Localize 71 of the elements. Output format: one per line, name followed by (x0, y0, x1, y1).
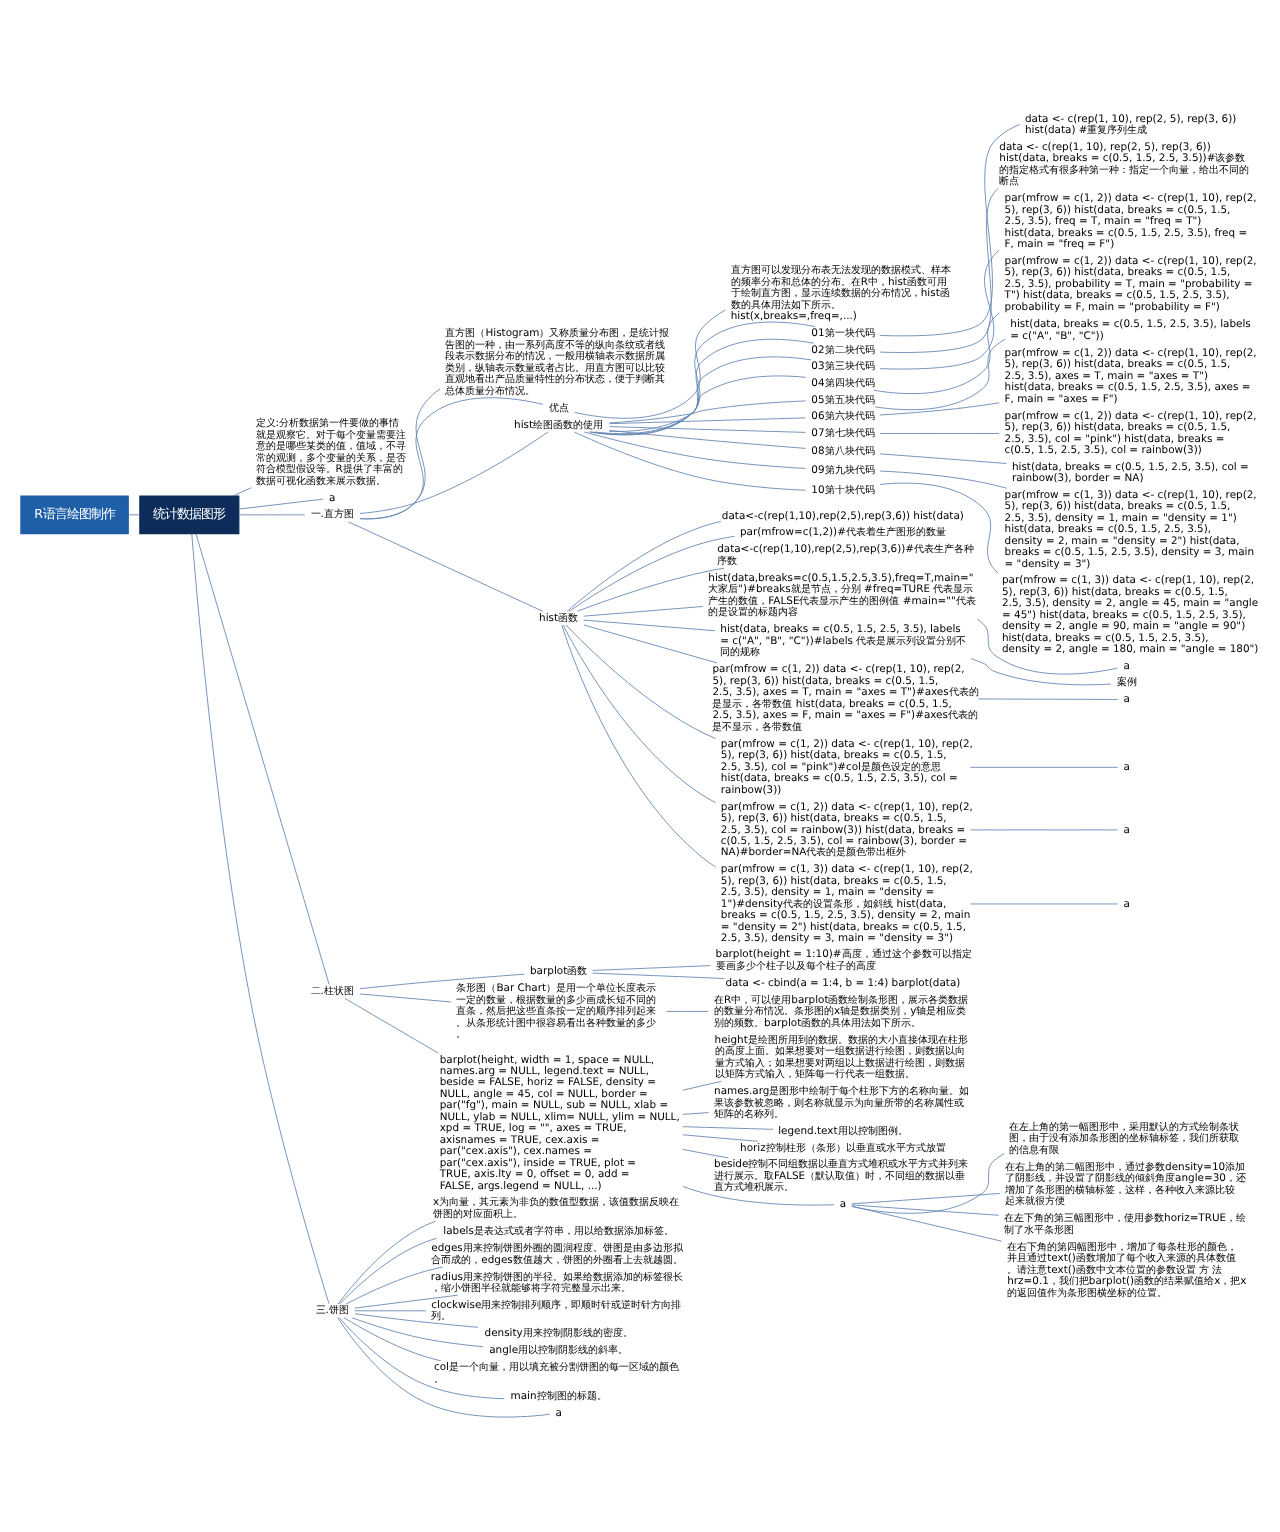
connector (354, 1310, 427, 1312)
connector (347, 521, 543, 612)
connector (682, 1080, 722, 1091)
connector (127, 514, 141, 516)
connector (345, 1266, 444, 1305)
connector (359, 993, 452, 1003)
connector (609, 426, 806, 433)
connector (583, 606, 704, 617)
connector (566, 520, 722, 612)
connector (574, 309, 726, 419)
connector (977, 618, 1118, 675)
connector (682, 1134, 759, 1142)
connector (583, 624, 718, 664)
connector (969, 829, 1119, 831)
connector (195, 533, 330, 985)
connector (874, 338, 1006, 411)
connector (337, 1317, 551, 1418)
connector (609, 417, 806, 425)
connector (354, 1294, 459, 1309)
connector (561, 624, 717, 868)
connector (351, 1317, 484, 1348)
connector (879, 453, 1007, 464)
connector (338, 1317, 505, 1400)
connector (970, 658, 1112, 686)
connector (337, 1220, 436, 1305)
connector (682, 1148, 729, 1159)
connector (238, 514, 305, 516)
connector (339, 1237, 437, 1305)
connector (238, 498, 324, 510)
connector (354, 1313, 479, 1328)
connector (609, 430, 807, 449)
connector (590, 338, 815, 435)
connector (232, 487, 252, 497)
connector (592, 965, 711, 971)
connector (978, 698, 1119, 700)
connector (873, 312, 1000, 395)
connector (343, 1317, 442, 1362)
connector (879, 124, 1021, 337)
connector (594, 356, 812, 435)
connector (583, 431, 807, 469)
connector (191, 533, 330, 1305)
connector (344, 998, 439, 1054)
connector (969, 766, 1119, 768)
connector (682, 1126, 774, 1130)
connector (573, 431, 807, 491)
connector (608, 375, 807, 432)
connector (359, 431, 549, 514)
connector (569, 535, 736, 612)
connector (851, 1205, 1003, 1242)
connector (592, 972, 725, 979)
connector (851, 1193, 1001, 1205)
connector (577, 567, 725, 612)
connector (359, 973, 525, 990)
connector (851, 1153, 1005, 1214)
connector (682, 1112, 709, 1115)
connector (851, 1204, 1000, 1216)
connector (879, 188, 999, 353)
connector (879, 482, 999, 574)
connector (665, 1011, 709, 1012)
connector (359, 388, 441, 520)
connector (565, 624, 716, 739)
connector (583, 619, 716, 632)
connector (588, 321, 816, 436)
connector (562, 624, 716, 803)
connector (682, 1186, 835, 1206)
connector (359, 397, 544, 520)
connector (609, 400, 807, 424)
connector (879, 470, 1008, 489)
connector (879, 249, 1000, 370)
connector (879, 402, 1000, 416)
connector (879, 433, 1000, 434)
